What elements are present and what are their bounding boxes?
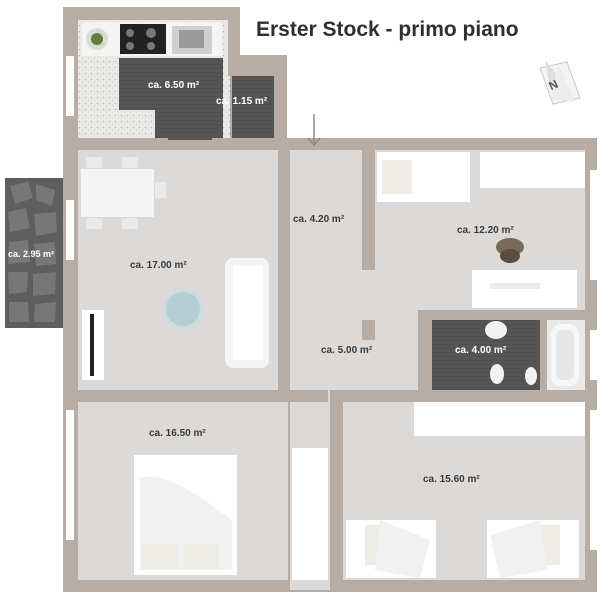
compass-icon — [539, 60, 581, 105]
room-label-master: ca. 16.50 m² — [149, 428, 206, 439]
desk — [472, 238, 577, 308]
page-title: Erster Stock - primo piano — [256, 18, 519, 41]
stove-icon — [120, 24, 166, 54]
room-label-storage: ca. 1.15 m² — [216, 96, 268, 107]
single-bed-left — [346, 520, 436, 578]
windows — [66, 56, 597, 550]
tv — [90, 314, 94, 376]
study-wardrobe — [480, 152, 585, 188]
room-label-balcony: ca. 2.95 m² — [8, 249, 55, 259]
room-label-twin: ca. 15.60 m² — [423, 474, 480, 485]
room-label-kitchen: ca. 6.50 m² — [148, 80, 200, 91]
double-bed — [134, 455, 237, 575]
interior-walls — [63, 20, 597, 592]
kitchen-counter — [82, 22, 222, 56]
storage-floor — [232, 76, 274, 140]
entry-floor — [290, 150, 362, 265]
kitchen-tile-floor-lower — [155, 100, 223, 140]
toilet-icon — [490, 364, 504, 384]
room-label-entry: ca. 4.20 m² — [293, 214, 345, 225]
dining-table — [81, 157, 166, 229]
room-label-bath: ca. 4.00 m² — [455, 345, 507, 356]
master-wardrobe — [292, 448, 328, 580]
twin-wardrobe — [414, 402, 585, 436]
room-label-living: ca. 17.00 m² — [130, 260, 187, 271]
bath-fixtures — [485, 321, 579, 386]
entry-arrow-icon — [307, 114, 321, 147]
study-bed — [377, 152, 470, 202]
washbasin-icon — [485, 321, 507, 339]
room-label-study: ca. 12.20 m² — [457, 225, 514, 236]
coffee-table — [163, 289, 203, 329]
sofa — [225, 258, 269, 368]
balcony — [5, 178, 63, 328]
bidet-icon — [525, 367, 537, 385]
single-bed-right — [487, 520, 579, 578]
room-label-hall: ca. 5.00 m² — [321, 345, 373, 356]
